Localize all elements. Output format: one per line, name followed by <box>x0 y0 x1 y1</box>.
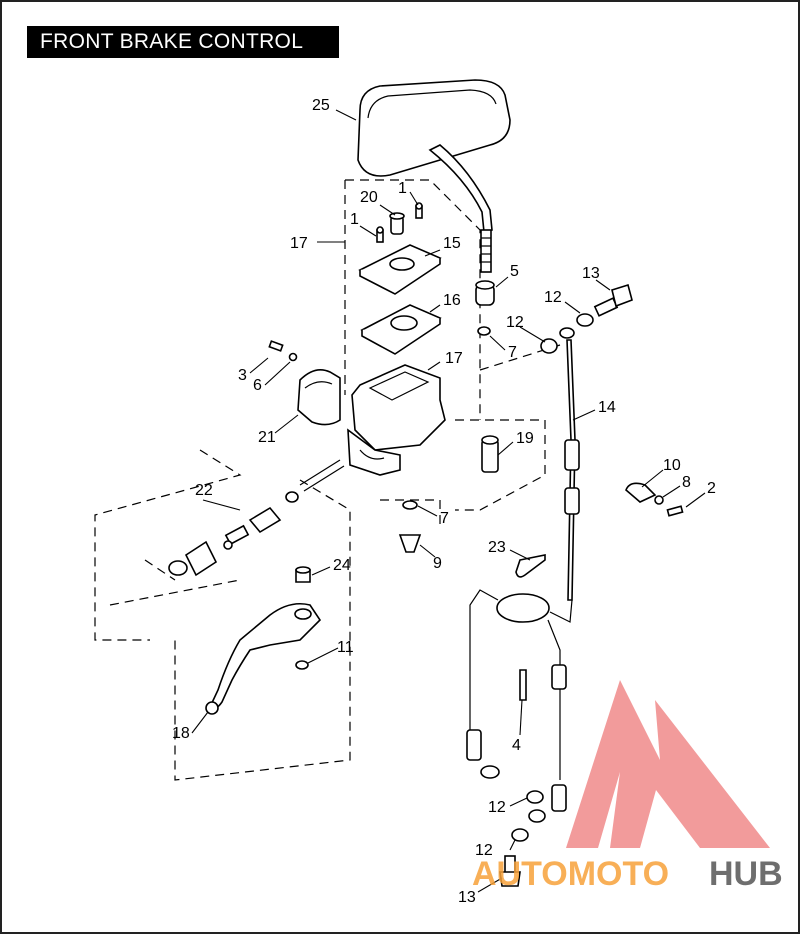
callout-3: 3 <box>238 367 247 384</box>
callout-8: 8 <box>682 474 691 491</box>
callout-12-mid: 12 <box>506 314 524 331</box>
callout-21: 21 <box>258 429 276 446</box>
callout-22: 22 <box>195 482 213 499</box>
page-title: FRONT BRAKE CONTROL <box>27 26 339 58</box>
callout-18: 18 <box>172 725 190 742</box>
callout-1-top: 1 <box>398 180 407 197</box>
part-banjo-bolt-13b <box>499 855 521 887</box>
part-manifold <box>466 589 573 812</box>
callout-10: 10 <box>663 457 681 474</box>
part-clamp-10 <box>625 482 657 503</box>
callout-13-top: 13 <box>582 265 600 282</box>
part-washer-7b <box>402 500 418 510</box>
watermark-text-orange: AUTOMOTO <box>472 855 669 893</box>
watermark-text-gray: HUB <box>709 855 783 893</box>
part-diaphragm-16 <box>360 304 442 355</box>
callout-2: 2 <box>707 480 716 497</box>
callout-7-top: 7 <box>508 344 517 361</box>
part-bushing-24 <box>295 566 311 583</box>
part-screw-1b <box>415 202 423 219</box>
callout-13-bottom: 13 <box>458 889 476 906</box>
part-washer-12b <box>540 338 558 354</box>
part-lever-18 <box>205 602 322 715</box>
assembly-outline-lower <box>380 419 546 530</box>
part-piston-22 <box>168 459 345 577</box>
part-washer-6 <box>288 352 298 362</box>
leader-lines <box>191 109 706 893</box>
callout-1: 1 <box>350 211 359 228</box>
callout-12-top: 12 <box>544 289 562 306</box>
part-bleeder-20 <box>389 212 405 235</box>
assembly-outline-22 <box>94 449 351 781</box>
part-screw-3 <box>268 340 284 352</box>
callout-17-top: 17 <box>290 235 308 252</box>
assembly-outline-piston <box>109 559 241 606</box>
part-screw-2 <box>666 505 684 517</box>
assembly-outline-17 <box>344 179 481 420</box>
part-clip-11 <box>295 660 309 670</box>
callout-9: 9 <box>433 555 442 572</box>
callout-15: 15 <box>443 235 461 252</box>
callout-4: 4 <box>512 737 521 754</box>
callout-25: 25 <box>312 97 330 114</box>
part-nut-9 <box>398 534 422 553</box>
part-banjo-bolt-13a <box>593 283 633 317</box>
part-washer-7a <box>477 326 491 336</box>
part-5 <box>475 280 495 306</box>
callout-6: 6 <box>253 377 262 394</box>
callout-16: 16 <box>443 292 461 309</box>
callout-5: 5 <box>510 263 519 280</box>
callout-19: 19 <box>516 430 534 447</box>
callout-23: 23 <box>488 539 506 556</box>
part-pin-19 <box>481 435 499 473</box>
callout-24: 24 <box>333 557 351 574</box>
part-bracket-23 <box>515 554 546 578</box>
part-hose-14 <box>559 327 580 601</box>
callout-7: 7 <box>440 510 449 527</box>
part-washer-12c <box>526 790 546 823</box>
callout-11: 11 <box>337 639 354 656</box>
part-mirror <box>357 79 511 273</box>
callout-labels: 25 20 1 1 17 15 5 13 12 16 12 7 3 6 17 1… <box>172 97 716 906</box>
callout-12-lower-b: 12 <box>475 842 493 859</box>
part-washer-12a <box>576 313 594 327</box>
part-nut-8 <box>654 495 664 505</box>
part-washer-12d <box>511 828 529 842</box>
part-cover-15 <box>358 244 442 295</box>
part-clamp-21 <box>297 369 341 426</box>
automotohub-watermark-logo: AUTOMOTO HUB <box>472 680 783 893</box>
callout-20: 20 <box>360 189 378 206</box>
callout-14: 14 <box>598 399 616 416</box>
part-screw-1a <box>376 226 384 243</box>
callout-12-lower-a: 12 <box>488 799 506 816</box>
part-master-cylinder-17 <box>347 364 446 476</box>
callout-17: 17 <box>445 350 463 367</box>
